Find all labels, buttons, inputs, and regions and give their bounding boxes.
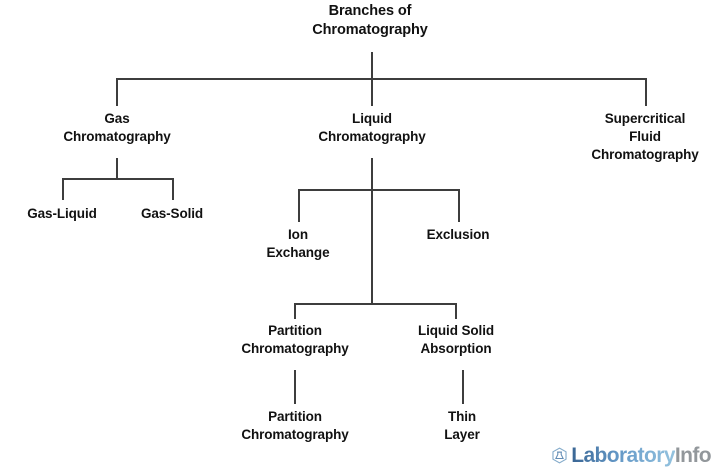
node-gas-liquid: Gas-Liquid <box>27 206 97 221</box>
edge-drop-gas-solid <box>172 178 174 200</box>
edge-stem-partition-leaf <box>294 370 296 404</box>
edge-partition-bus <box>294 303 456 305</box>
node-gas-solid: Gas-Solid <box>140 206 204 221</box>
edge-drop-ion-exchange <box>298 189 300 222</box>
edge-liquid-trunk <box>371 189 373 305</box>
node-liquid-solid-absorption: Liquid Solid Absorption <box>417 323 495 356</box>
node-root: Branches of Chromatography <box>312 3 428 39</box>
hexagon-flask-icon <box>551 447 568 464</box>
edge-liquid-stem <box>371 158 373 190</box>
node-thin-layer: Thin Layer <box>444 409 480 442</box>
edge-root-stem <box>371 52 373 79</box>
edge-stem-thin-layer <box>462 370 464 404</box>
watermark-logo: LaboratoryInfo <box>551 444 712 467</box>
node-liquid-chromatography: Liquid Chromatography <box>318 111 426 144</box>
edge-drop-supercritical <box>645 78 647 106</box>
edge-level1-bus <box>116 78 646 80</box>
node-partition-chromatography-leaf: Partition Chromatography <box>241 409 349 442</box>
node-ion-exchange: Ion Exchange <box>266 227 330 260</box>
edge-gas-bus <box>62 178 173 180</box>
edge-drop-liquid-solid <box>455 303 457 319</box>
node-gas-chromatography: Gas Chromatography <box>63 111 171 144</box>
edge-liquid-bus <box>298 189 459 191</box>
edge-drop-gas <box>116 78 118 106</box>
edge-drop-gas-liquid <box>62 178 64 200</box>
node-supercritical-fluid-chromatography: Supercritical Fluid Chromatography <box>591 111 699 162</box>
watermark-brand-primary: Laboratory <box>571 444 675 467</box>
node-partition-chromatography: Partition Chromatography <box>241 323 349 356</box>
edge-drop-exclusion <box>458 189 460 222</box>
node-exclusion: Exclusion <box>426 227 490 242</box>
edge-drop-liquid <box>371 78 373 106</box>
watermark-brand-secondary: Info <box>674 444 712 467</box>
edge-gas-stem <box>116 158 118 179</box>
edge-drop-partition <box>294 303 296 319</box>
